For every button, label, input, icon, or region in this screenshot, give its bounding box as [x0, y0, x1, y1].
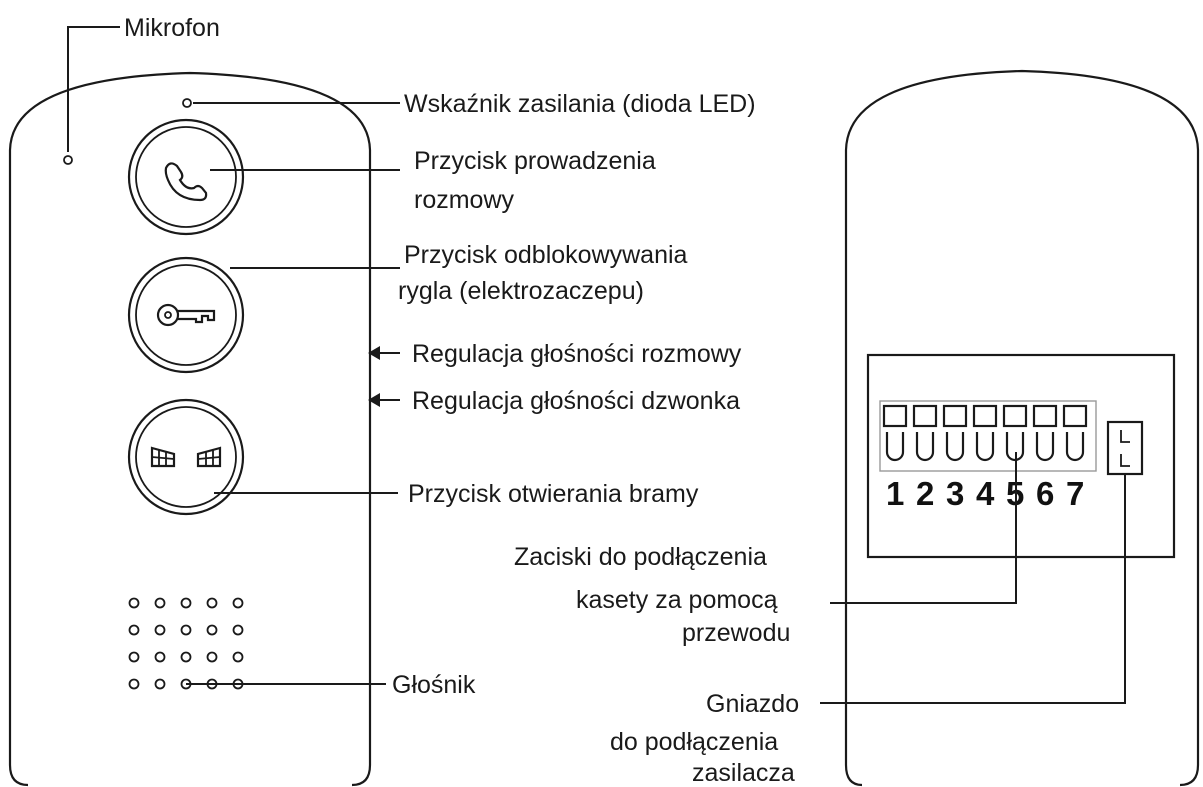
power-socket	[1106, 420, 1144, 476]
back-annotations: Zaciski do podłączenia kasety za pomocą …	[514, 452, 1126, 787]
label-speaker: Głośnik	[392, 671, 476, 699]
gate-icon	[150, 446, 222, 468]
terminal-3: 3	[942, 404, 968, 512]
label-power-led: Wskaźnik zasilania (dioda LED)	[404, 90, 756, 118]
terminal-number-2: 2	[916, 475, 934, 512]
label-terminals-line1: Zaciski do podłączenia	[514, 543, 767, 571]
label-power-socket-line3: zasilacza	[692, 759, 795, 787]
label-power-socket-line2: do podłączenia	[610, 728, 778, 756]
terminal-number-4: 4	[976, 475, 995, 512]
terminal-number-1: 1	[886, 475, 904, 512]
label-power-socket-line1: Gniazdo	[706, 690, 799, 718]
label-ring-volume: Regulacja głośności dzwonka	[412, 387, 740, 415]
speaker-grille	[128, 597, 244, 690]
unlock-button[interactable]	[127, 256, 245, 374]
terminal-6: 6	[1032, 404, 1058, 512]
front-annotations: Mikrofon Wskaźnik zasilania (dioda LED) …	[67, 14, 756, 699]
terminal-compartment	[866, 353, 1176, 559]
arrow-left-icon	[368, 346, 400, 360]
terminal-number-3: 3	[946, 475, 964, 512]
terminal-4: 4	[972, 404, 998, 512]
gate-button[interactable]	[127, 398, 245, 516]
power-led	[182, 98, 192, 108]
terminal-number-6: 6	[1036, 475, 1054, 512]
microphone-hole	[63, 155, 73, 165]
label-call-button-line1: Przycisk prowadzenia	[414, 147, 656, 175]
label-unlock-button-line1: Przycisk odblokowywania	[404, 241, 688, 269]
label-terminals-line2: kasety za pomocą	[576, 586, 778, 614]
key-icon	[156, 303, 216, 327]
handset-icon	[164, 162, 208, 202]
terminal-2: 2	[912, 404, 938, 512]
terminal-number-7: 7	[1066, 475, 1084, 512]
call-button[interactable]	[127, 118, 245, 236]
arrow-left-icon	[368, 393, 400, 407]
label-microphone: Mikrofon	[124, 14, 220, 42]
label-unlock-button-line2: rygla (elektrozaczepu)	[398, 277, 644, 305]
front-panel	[8, 71, 372, 787]
label-call-button-line2: rozmowy	[414, 186, 515, 214]
label-call-volume: Regulacja głośności rozmowy	[412, 340, 742, 368]
terminal-7: 7	[1062, 404, 1088, 512]
terminal-1: 1	[882, 404, 908, 512]
label-terminals-line3: przewodu	[682, 619, 790, 647]
label-gate-button: Przycisk otwierania bramy	[408, 480, 699, 508]
